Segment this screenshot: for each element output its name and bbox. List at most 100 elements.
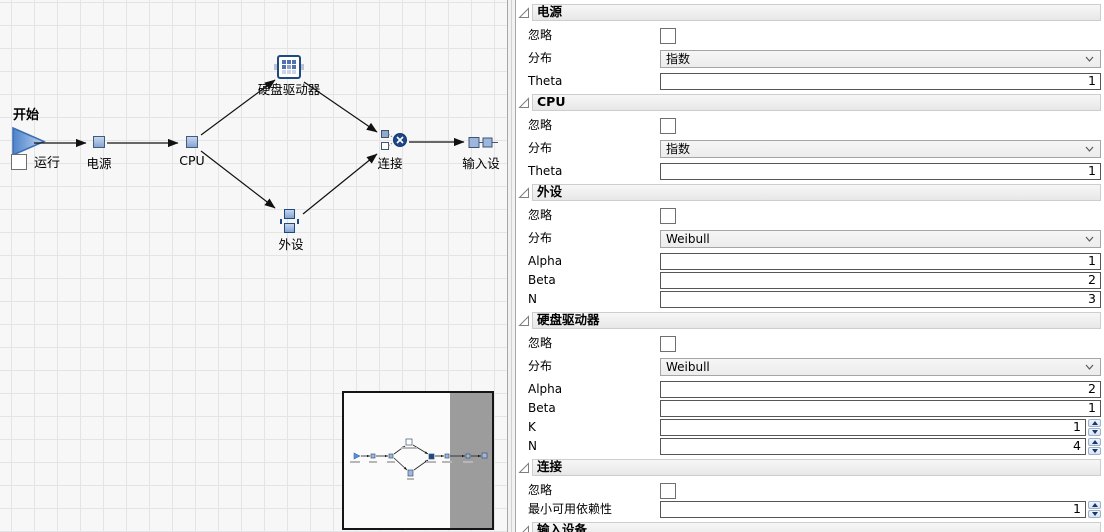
section-header[interactable]: 输入设备 [518, 522, 1101, 532]
node-peripheral connector-icon[interactable] [280, 209, 299, 235]
up-arrow-icon [1091, 421, 1098, 425]
overview-minimap[interactable] [342, 391, 494, 530]
input-value: 1 [1088, 73, 1096, 89]
section-header-bar[interactable]: 外设 [532, 184, 1101, 201]
distribution-dropdown[interactable]: Weibull [660, 358, 1101, 376]
node-hdd chip-grid-icon[interactable] [274, 55, 304, 79]
section-header[interactable]: 外设 [518, 184, 1101, 201]
input-value: 1 [1073, 419, 1081, 435]
value-input[interactable]: 1 [660, 163, 1101, 180]
value-input[interactable]: 1 [660, 419, 1086, 436]
field-row: Alpha 2 [528, 381, 1101, 398]
node-power[interactable] [93, 136, 105, 148]
ignore-checkbox[interactable] [660, 208, 676, 224]
value-input[interactable]: 2 [660, 272, 1101, 289]
field-row: 忽略 [528, 208, 1101, 224]
field-row: 忽略 [528, 28, 1101, 44]
input-value: 2 [1088, 381, 1096, 397]
collapse-triangle-icon[interactable] [518, 314, 530, 327]
section-title: 硬盘驱动器 [537, 312, 600, 328]
node-junction circle-x-icon[interactable] [380, 129, 408, 151]
distribution-dropdown[interactable]: 指数 [660, 50, 1101, 68]
field-label: Beta [528, 400, 556, 415]
dropdown-value: Weibull [666, 232, 710, 246]
value-input[interactable]: 3 [660, 291, 1101, 308]
up-arrow-icon [1091, 440, 1098, 444]
distribution-dropdown[interactable]: 指数 [660, 140, 1101, 158]
start-trigger-icon[interactable] [11, 126, 47, 158]
section-header-bar[interactable]: 硬盘驱动器 [532, 312, 1101, 329]
section-header-bar[interactable]: 输入设备 [532, 522, 1101, 532]
down-arrow-icon [1091, 449, 1098, 453]
field-row: 分布 Weibull [528, 358, 1101, 376]
value-input[interactable]: 1 [660, 400, 1101, 417]
panel-splitter[interactable] [507, 0, 516, 532]
section-header-bar[interactable]: 连接 [532, 459, 1101, 476]
field-row: Beta 1 [528, 400, 1101, 417]
chevron-down-icon [1085, 364, 1094, 370]
node-power-label: 电源 [86, 156, 112, 171]
field-label: Alpha [528, 381, 563, 396]
value-input[interactable]: 2 [660, 381, 1101, 398]
field-row: 忽略 [528, 118, 1101, 134]
section-header-bar[interactable]: 电源 [532, 4, 1101, 21]
ignore-checkbox[interactable] [660, 28, 676, 44]
node-cpu[interactable] [186, 136, 198, 148]
down-arrow-icon [1091, 430, 1098, 434]
field-row: 分布指数 [528, 140, 1101, 158]
value-input[interactable]: 1 [660, 73, 1101, 90]
collapse-triangle-icon[interactable] [518, 6, 530, 19]
field-label: Theta [528, 73, 563, 88]
collapse-triangle-icon[interactable] [518, 186, 530, 199]
distribution-dropdown[interactable]: Weibull [660, 230, 1101, 248]
dropdown-value: 指数 [666, 52, 691, 66]
chevron-down-icon [1085, 56, 1094, 62]
value-input[interactable]: 1 [660, 253, 1101, 270]
value-input[interactable]: 4 [660, 438, 1086, 455]
section-title: 电源 [537, 4, 563, 20]
collapse-triangle-icon[interactable] [518, 524, 530, 532]
spinner-down-button[interactable] [1088, 447, 1101, 455]
panel-section-0: 电源忽略分布 指数 Theta 1 [518, 4, 1101, 90]
ignore-checkbox[interactable] [660, 483, 676, 499]
section-header[interactable]: 连接 [518, 459, 1101, 476]
up-arrow-icon [1091, 503, 1098, 507]
spinner-up-button[interactable] [1088, 501, 1101, 509]
field-label: 忽略 [528, 118, 553, 133]
run-checkbox[interactable] [11, 153, 27, 170]
section-header[interactable]: 硬盘驱动器 [518, 312, 1101, 329]
section-header[interactable]: 电源 [518, 4, 1101, 21]
run-checkbox-label: 运行 [34, 156, 61, 171]
collapse-triangle-icon[interactable] [518, 96, 530, 109]
node-input-device[interactable] [468, 136, 506, 149]
field-label: N [528, 438, 537, 453]
ignore-checkbox[interactable] [660, 336, 676, 352]
field-label: Alpha [528, 253, 563, 268]
field-label: 分布 [528, 51, 553, 66]
spinner-down-button[interactable] [1088, 428, 1101, 436]
node-hdd-label: 硬盘驱动器 [257, 82, 321, 97]
spinner-down-button[interactable] [1088, 510, 1101, 518]
field-row: 分布 指数 [528, 50, 1101, 68]
collapse-triangle-icon[interactable] [518, 461, 530, 474]
input-value: 1 [1088, 400, 1096, 416]
minimap-offscreen-shade [450, 393, 492, 528]
spinner-up-button[interactable] [1088, 438, 1101, 446]
value-input[interactable]: 1 [660, 501, 1086, 518]
field-label: 忽略 [528, 208, 553, 223]
section-header[interactable]: CPU [518, 94, 1101, 111]
ignore-checkbox[interactable] [660, 118, 676, 134]
chevron-down-icon [1085, 236, 1094, 242]
input-value: 1 [1088, 253, 1096, 269]
field-label: 分布 [528, 359, 553, 374]
section-header-bar[interactable]: CPU [532, 94, 1101, 111]
spinner-up-button[interactable] [1088, 419, 1101, 427]
panel-section-5: 输入设备 [521, 522, 1101, 532]
input-value: 2 [1088, 272, 1096, 288]
